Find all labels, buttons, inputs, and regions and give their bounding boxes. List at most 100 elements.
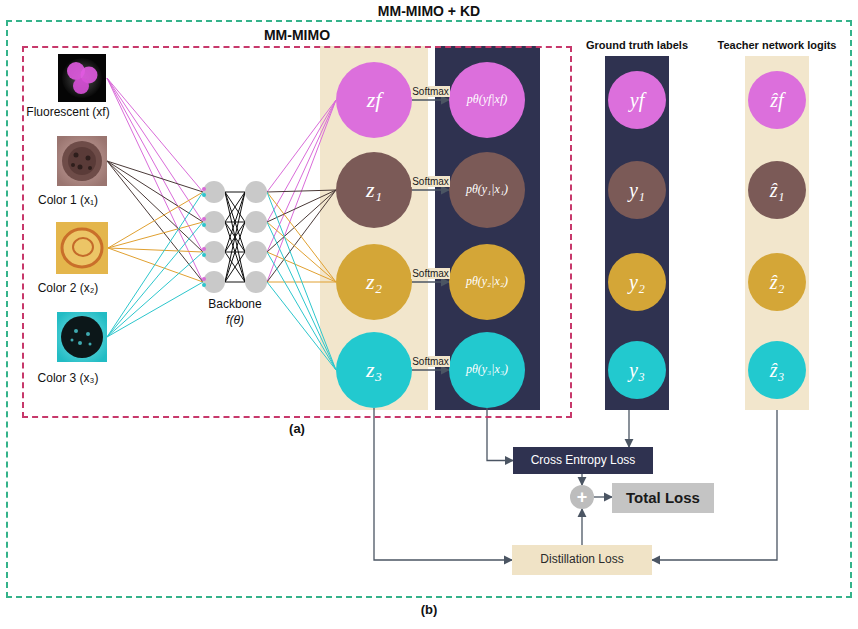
granule [74,153,79,158]
hidden-wire [225,192,245,282]
panel-label: (a) [289,422,305,437]
label-circle: yf [608,71,666,129]
input-image: Color 1 (x₁) [14,136,122,208]
logit-symbol: z₁ [366,177,382,202]
input-wire [107,192,203,337]
connector [412,281,449,282]
sum-circle: + [570,485,594,509]
neuron [245,271,267,293]
inner-frame: MM-MIMOFluorescent (xf)Color 1 (x₁)Color… [22,46,572,418]
connector [581,509,582,545]
cell-ring [62,229,102,267]
logit-circle: z₁ [336,152,412,228]
panel-label: (b) [421,603,438,618]
granule [71,163,75,167]
teacher-band: Teacher network logitsẑfẑ₁ẑ₂ẑ₃ [745,56,809,410]
label-symbol: y₂ [629,271,645,294]
fluorescent-image [58,54,106,102]
total-loss-box: Total Loss [612,483,714,513]
input-image: Color 3 (x₃) [14,312,122,386]
probability-circle: pθ(y₁|x₁) [449,152,525,228]
probability-circle: pθ(y₃|x₃) [449,332,525,408]
color3-image [57,312,107,362]
teacher-symbol: ẑ₁ [770,179,785,202]
granule [78,165,83,170]
backbone-label: Backbone [208,298,261,312]
logit-circle: z₂ [336,244,412,320]
connector [412,99,449,100]
speckle [86,332,90,336]
nucleus-blob [73,78,89,94]
teacher-circle: ẑ₁ [748,161,806,219]
connector [487,408,513,461]
connector [594,496,612,497]
backbone-network [203,181,267,293]
logit-symbol: zf [367,87,382,112]
teacher-symbol: ẑ₂ [770,271,785,294]
logit-circle: z₃ [336,332,412,408]
logit-symbol: z₂ [366,269,382,294]
connector [581,474,582,485]
teacher-symbol: ẑ₃ [770,359,785,382]
loss-name: Total Loss [626,489,700,506]
label-band: Ground truth labelsyfy₁y₂y₃ [605,56,669,410]
softmax-band [435,46,540,410]
label-symbol: y₁ [629,179,645,202]
cell-glow [62,58,102,98]
input-wire [107,78,203,282]
probability-circle: pθ(yf|xf) [449,62,525,138]
neuron [203,181,225,203]
speckle [89,343,92,346]
logit-circle: zf [336,62,412,138]
connector [374,408,512,560]
loss-box: Distillation Loss [512,545,652,575]
image-caption: Color 1 (x₁) [38,194,98,208]
teacher-symbol: ẑf [770,89,783,112]
cell-body [62,141,102,181]
neuron-dot [202,223,206,227]
backbone-function: f(θ) [226,314,244,328]
probability-symbol: pθ(y₁|x₁) [466,183,508,197]
neuron [245,181,267,203]
output-wire [267,192,336,370]
neuron-dot [202,187,206,191]
speckle [78,341,82,345]
frame-title: MM-MIMO [264,27,330,43]
teacher-circle: ẑ₂ [748,253,806,311]
teacher-circle: ẑ₃ [748,341,806,399]
input-image: Color 2 (x₂) [14,222,122,296]
cell-body [61,316,103,358]
image-caption: Color 2 (x₂) [38,282,99,296]
frame-title: MM-MIMO + KD [378,3,480,19]
neuron [203,271,225,293]
edge-label: Softmax [411,86,450,97]
neuron-dot [202,217,206,221]
neuron [203,241,225,263]
speckle [71,339,74,342]
edge-label: Softmax [411,268,450,279]
cell-inner-ring [73,238,93,256]
teacher-circle: ẑf [748,71,806,129]
input-image: Fluorescent (xf) [14,54,122,120]
color1-image [57,136,107,186]
connector [412,369,449,370]
output-wire [267,190,336,282]
outer-frame: MM-MIMO + KDMM-MIMOFluorescent (xf)Color… [6,20,852,598]
output-wire [267,192,336,282]
probability-symbol: pθ(y₃|x₃) [466,363,508,377]
loss-box: Cross Entropy Loss [513,447,653,474]
sum-symbol: + [577,487,588,508]
label-circle: y₃ [608,341,666,399]
probability-symbol: pθ(y₂|x₂) [466,275,508,289]
cell-core [68,147,96,175]
neuron [203,211,225,233]
probability-circle: pθ(y₂|x₂) [449,244,525,320]
neuron-dot [202,193,206,197]
neuron [245,241,267,263]
neuron-dots [202,187,206,287]
neuron-dot [202,253,206,257]
speckle [74,329,78,333]
label-circle: y₂ [608,253,666,311]
granule [88,166,92,170]
